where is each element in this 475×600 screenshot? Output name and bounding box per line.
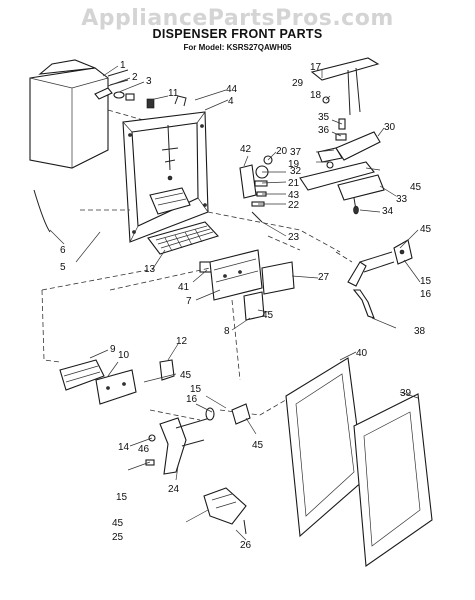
- callout-15-left: 15: [116, 492, 128, 503]
- callout-21: 21: [288, 178, 300, 189]
- callout-4: 4: [228, 96, 234, 107]
- callout-25: 25: [112, 532, 124, 543]
- drip-grille-part: [147, 221, 219, 273]
- callout-24: 24: [168, 484, 180, 495]
- callout-16-center: 16: [186, 394, 198, 405]
- control-board-parts: [209, 249, 295, 321]
- callout-36: 36: [318, 125, 330, 136]
- callout-8: 8: [224, 326, 230, 337]
- trim-panel-part: [29, 59, 151, 233]
- paddle-parts-right: [335, 239, 413, 319]
- callout-42: 42: [240, 144, 252, 155]
- callout-45-e: 45: [252, 440, 264, 451]
- callout-9: 9: [110, 344, 116, 355]
- callout-33: 33: [396, 194, 408, 205]
- watermark: AppliancePartsPros.com: [81, 6, 394, 31]
- callout-35: 35: [318, 112, 330, 123]
- callout-23: 23: [288, 232, 300, 243]
- callout-7: 7: [186, 296, 192, 307]
- callout-15-right: 15: [420, 276, 432, 287]
- callout-14: 14: [118, 442, 130, 453]
- callout-45-d: 45: [180, 370, 192, 381]
- callout-46: 46: [138, 444, 150, 455]
- callout-32: 32: [290, 166, 302, 177]
- callout-17: 17: [310, 62, 322, 73]
- model-subtitle: For Model: KSRS27QAWH05: [183, 43, 292, 52]
- callout-16-right: 16: [420, 289, 432, 300]
- callout-19: 19: [288, 159, 300, 170]
- callout-27: 27: [318, 272, 330, 283]
- callout-37: 37: [290, 147, 302, 158]
- diagram-title: DISPENSER FRONT PARTS: [152, 27, 323, 41]
- lower-left-parts: [59, 359, 175, 405]
- callout-41: 41: [178, 282, 190, 293]
- lever-bracket-parts: [239, 155, 273, 223]
- callout-45-b: 45: [420, 224, 432, 235]
- callout-30: 30: [384, 122, 396, 133]
- callout-45-c: 45: [262, 310, 274, 321]
- callout-26: 26: [240, 540, 252, 551]
- callout-13: 13: [144, 264, 156, 275]
- connector-lines: [41, 209, 341, 421]
- callout-40: 40: [356, 348, 368, 359]
- callout-44: 44: [226, 84, 238, 95]
- callout-1: 1: [120, 60, 126, 71]
- callout-20: 20: [276, 146, 288, 157]
- callout-38: 38: [414, 326, 426, 337]
- callout-11: 11: [168, 88, 179, 99]
- callout-18: 18: [310, 90, 322, 101]
- callout-3: 3: [146, 76, 152, 87]
- callout-39: 39: [400, 388, 412, 399]
- front-panel-parts: [285, 357, 433, 567]
- callout-5: 5: [60, 262, 66, 273]
- actuator-parts-top-right: [299, 57, 385, 215]
- callout-45-f: 45: [112, 518, 124, 529]
- callout-labels: 1 2 3 4 5 6 7 8 9 10 11 12 13 14 15 15 1…: [60, 60, 432, 551]
- callout-12: 12: [176, 336, 188, 347]
- leader-lines: [49, 65, 421, 541]
- lower-center-parts: [145, 403, 251, 535]
- callout-22: 22: [288, 200, 300, 211]
- callout-34: 34: [382, 206, 394, 217]
- callout-43: 43: [288, 190, 300, 201]
- callout-6: 6: [60, 245, 66, 256]
- callout-45-a: 45: [410, 182, 422, 193]
- callout-15-center: 15: [190, 384, 202, 395]
- callout-29: 29: [292, 78, 304, 89]
- dispenser-housing-part: [122, 95, 209, 243]
- callout-2: 2: [132, 72, 138, 83]
- callout-10: 10: [118, 350, 130, 361]
